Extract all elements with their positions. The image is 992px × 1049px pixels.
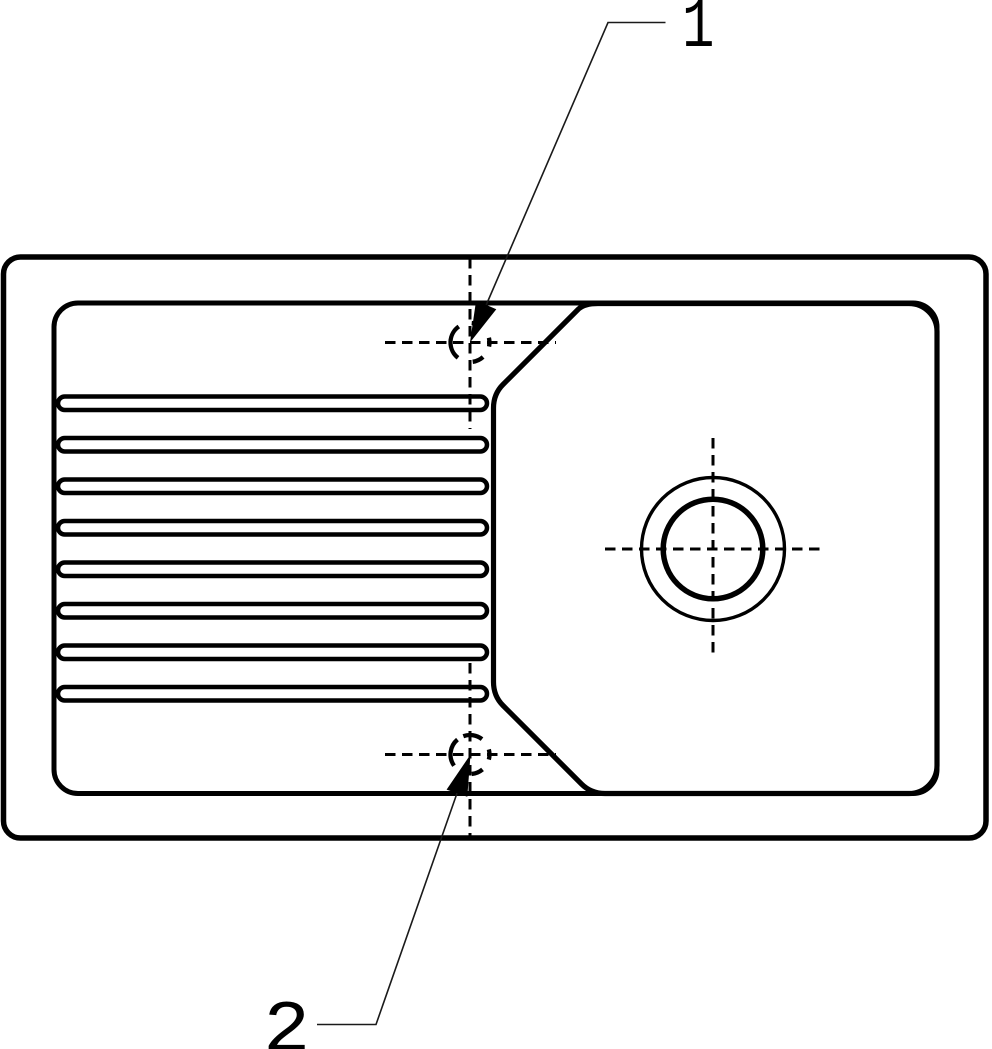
svg-text:1: 1 [682,0,714,67]
svg-text:2: 2 [263,989,310,1049]
